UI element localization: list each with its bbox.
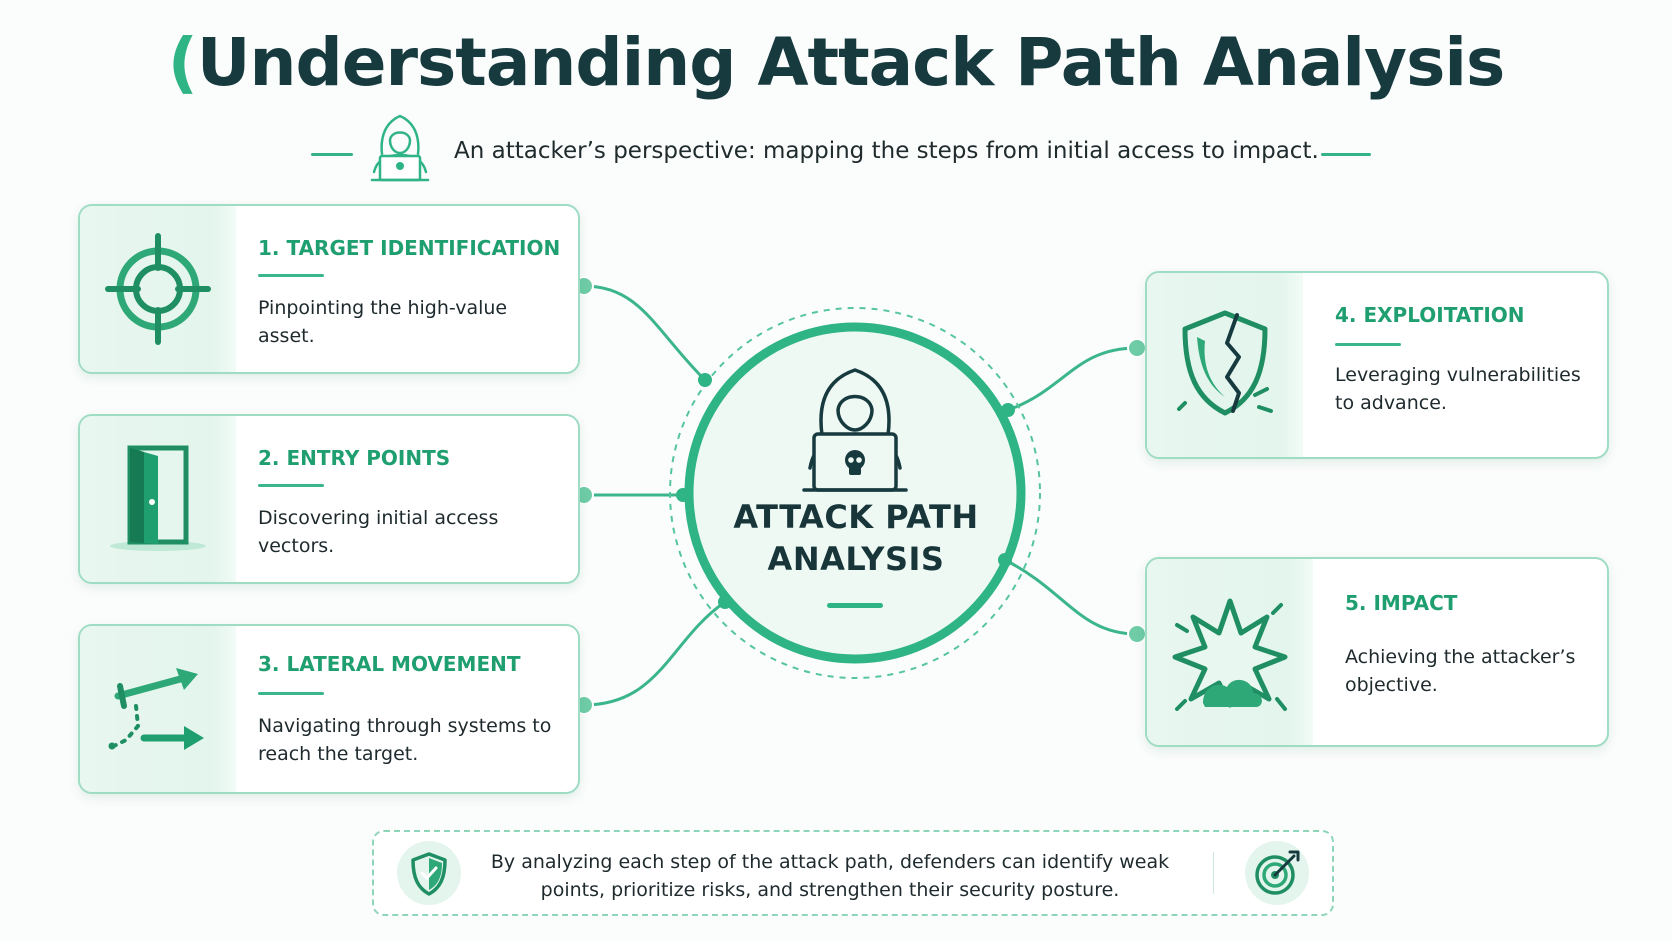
step-icon-panel xyxy=(80,206,236,372)
center-label-line-1: ATTACK PATH xyxy=(733,498,979,536)
step-description: Achieving the attacker’s objective. xyxy=(1345,646,1576,696)
subtitle: An attacker’s perspective: mapping the s… xyxy=(454,138,1319,164)
hacker-laptop-icon xyxy=(802,368,908,492)
step-icon-panel xyxy=(1147,273,1303,457)
footer-text: By analyzing each step of the attack pat… xyxy=(490,851,1170,901)
step-title: 3. LATERAL MOVEMENT xyxy=(258,652,521,676)
step-title: 1. TARGET IDENTIFICATION xyxy=(258,236,561,260)
connector-step-1 xyxy=(583,284,707,382)
step-title: 2. ENTRY POINTS xyxy=(258,446,451,470)
broken-shield-icon xyxy=(1177,310,1273,416)
step-card-target-identification: 1. TARGET IDENTIFICATION Pinpointing the… xyxy=(78,204,580,374)
footer-callout: By analyzing each step of the attack pat… xyxy=(372,830,1334,916)
subtitle-row: An attacker’s perspective: mapping the s… xyxy=(0,110,1672,186)
step-title-rule xyxy=(258,484,324,487)
step-title-rule xyxy=(258,274,324,277)
step-card-impact: 5. IMPACT Achieving the attacker’s objec… xyxy=(1145,557,1609,747)
step-description: Navigating through systems to reach the … xyxy=(258,715,552,765)
step-description: Leveraging vulnerabilities to advance. xyxy=(1335,364,1581,414)
step-icon-panel xyxy=(1147,559,1313,745)
connector-step-5 xyxy=(1004,558,1138,636)
shield-icon xyxy=(397,841,461,905)
connector-step-4 xyxy=(1007,346,1138,412)
footer-divider xyxy=(1213,852,1214,894)
step-card-entry-points: 2. ENTRY POINTS Discovering initial acce… xyxy=(78,414,580,584)
step-title: 4. EXPLOITATION xyxy=(1335,303,1525,327)
step-title: 5. IMPACT xyxy=(1345,591,1458,615)
center-label-line-2: ANALYSIS xyxy=(767,540,945,578)
subtitle-line-right xyxy=(1321,153,1371,156)
hacker-icon xyxy=(370,114,430,182)
step-description: Pinpointing the high-value asset. xyxy=(258,297,508,347)
crosshair-icon xyxy=(105,233,211,345)
step-title-rule xyxy=(1335,343,1401,346)
open-door-icon xyxy=(110,445,206,551)
center-hub xyxy=(669,307,1041,679)
connector-step-3 xyxy=(583,600,726,707)
subtitle-line-left xyxy=(311,153,353,156)
step-description: Discovering initial access vectors. xyxy=(258,507,499,557)
target-arrow-icon xyxy=(1245,841,1309,905)
step-card-exploitation: 4. EXPLOITATION Leveraging vulnerabiliti… xyxy=(1145,271,1609,459)
explosion-icon xyxy=(1172,598,1288,711)
page-title: (Understanding Attack Path Analysis xyxy=(167,24,1506,101)
center-label: ATTACK PATH ANALYSIS xyxy=(690,496,1022,580)
step-icon-panel xyxy=(80,626,236,792)
step-icon-panel xyxy=(80,416,236,582)
step-title-rule xyxy=(258,692,324,695)
step-card-lateral-movement: 3. LATERAL MOVEMENT Navigating through s… xyxy=(78,624,580,794)
arrows-icon xyxy=(108,668,204,750)
